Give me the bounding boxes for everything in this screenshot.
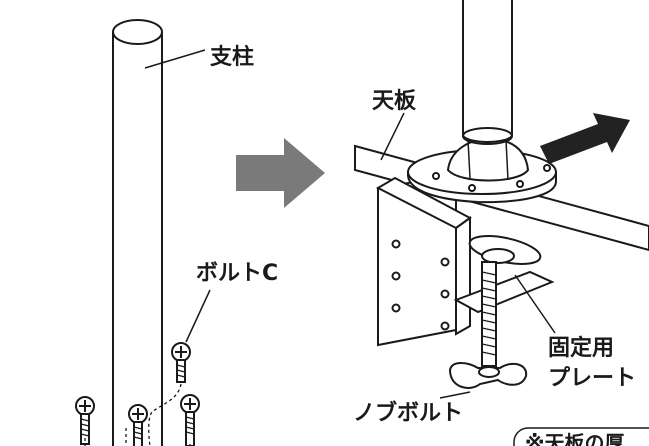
clamp-bracket: [375, 173, 555, 347]
fixing-plate-label-line2: プレート: [548, 366, 636, 391]
pole-left: [112, 19, 163, 446]
bolt-c-leader-line: [185, 289, 211, 343]
bolt-icon: [75, 396, 95, 445]
note-text: ※天板の厚: [525, 431, 624, 446]
knob-bolt-label: ノブボルト: [353, 400, 463, 426]
bolt-c-label: ボルトC: [196, 261, 278, 286]
bolt-icon: [180, 394, 200, 446]
tabletop-label: 天板: [372, 89, 417, 114]
fixing-plate: [468, 235, 542, 265]
bolt-c-screws: [75, 342, 200, 446]
direction-arrow-dark: [540, 113, 630, 164]
knob-bolt: [448, 261, 528, 389]
note-box: ※天板の厚: [513, 427, 649, 446]
pole-label: 支柱: [210, 45, 254, 70]
knob-bolt-leader-line: [439, 391, 471, 399]
tabletop-leader-line: [380, 112, 405, 161]
pole-right: [462, 0, 513, 145]
bolt-icon: [128, 404, 148, 446]
direction-arrow-gray: [236, 138, 325, 208]
fixing-plate-leader-line: [514, 274, 556, 334]
bolt-icon: [171, 342, 191, 383]
pole-leader-line: [144, 49, 206, 69]
pole-base-flange: [407, 136, 557, 204]
fixing-plate-label-line1: 固定用: [548, 335, 614, 361]
